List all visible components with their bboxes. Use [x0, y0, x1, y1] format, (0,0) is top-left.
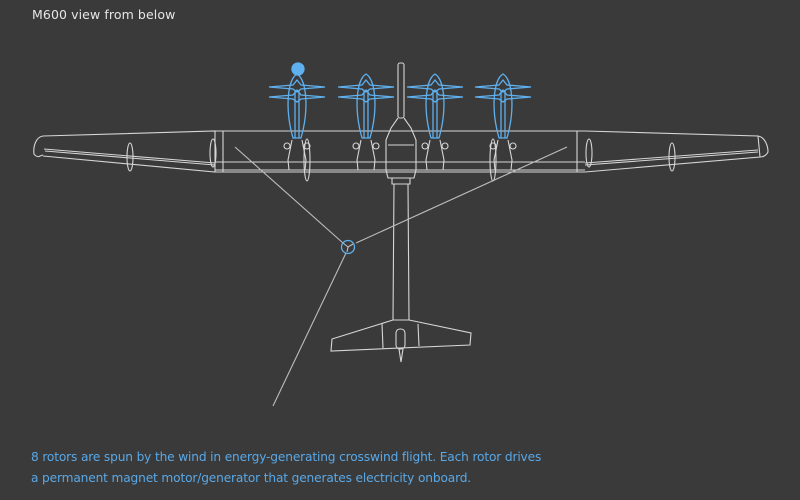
- page-title: M600 view from below: [32, 7, 176, 22]
- fuselage: [330, 62, 472, 363]
- caption-line-1: 8 rotors are spun by the wind in energy-…: [31, 450, 542, 464]
- rotor-pod-3: [406, 73, 464, 139]
- caption: 8 rotors are spun by the wind in energy-…: [31, 447, 571, 489]
- rotors: [268, 73, 532, 139]
- main-wing: [33, 130, 769, 182]
- caption-line-2: a permanent magnet motor/generator that …: [31, 471, 472, 485]
- bridle-knot-hotspot[interactable]: [340, 239, 356, 255]
- tether-bridle: [234, 146, 568, 407]
- rotor-pod-2: [337, 73, 395, 139]
- rotor-pylons: [283, 139, 517, 171]
- rotor-hotspot[interactable]: [291, 62, 305, 76]
- rotor-pod-1: [268, 73, 326, 139]
- rotor-pod-4: [474, 73, 532, 139]
